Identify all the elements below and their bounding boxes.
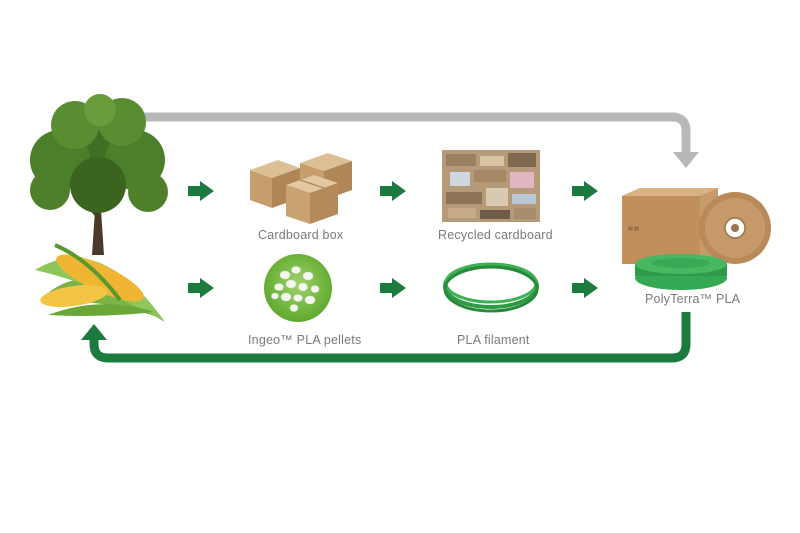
arrow-cardboard-to-recycled: [380, 181, 406, 201]
label-recycled-cardboard: Recycled cardboard: [438, 228, 553, 242]
arrow-pellets-to-filament: [380, 278, 406, 298]
loop-arrow-tree-to-polyterra: [118, 112, 699, 168]
corn-icon: [35, 243, 165, 322]
pla-pellets-icon: [264, 254, 332, 322]
loop-arrow-polyterra-to-corn: [81, 312, 691, 363]
label-ingeo-pla-pellets: Ingeo™ PLA pellets: [248, 333, 362, 347]
tree-icon: [30, 94, 168, 255]
arrow-recycled-to-polyterra: [572, 181, 598, 201]
svg-text:▤ ▤: ▤ ▤: [628, 226, 639, 232]
arrow-tree-to-cardboard: [188, 181, 214, 201]
recycled-cardboard-icon: [442, 150, 540, 222]
label-pla-filament: PLA filament: [457, 333, 530, 347]
label-polyterra-pla: PolyTerra™ PLA: [645, 292, 741, 306]
spool-box-icon: ▤ ▤: [622, 188, 771, 290]
cardboard-boxes-icon: [250, 153, 352, 224]
label-cardboard-box: Cardboard box: [258, 228, 344, 242]
filament-coil-icon: [443, 262, 539, 313]
arrow-filament-to-polyterra: [572, 278, 598, 298]
arrow-corn-to-pellets: [188, 278, 214, 298]
